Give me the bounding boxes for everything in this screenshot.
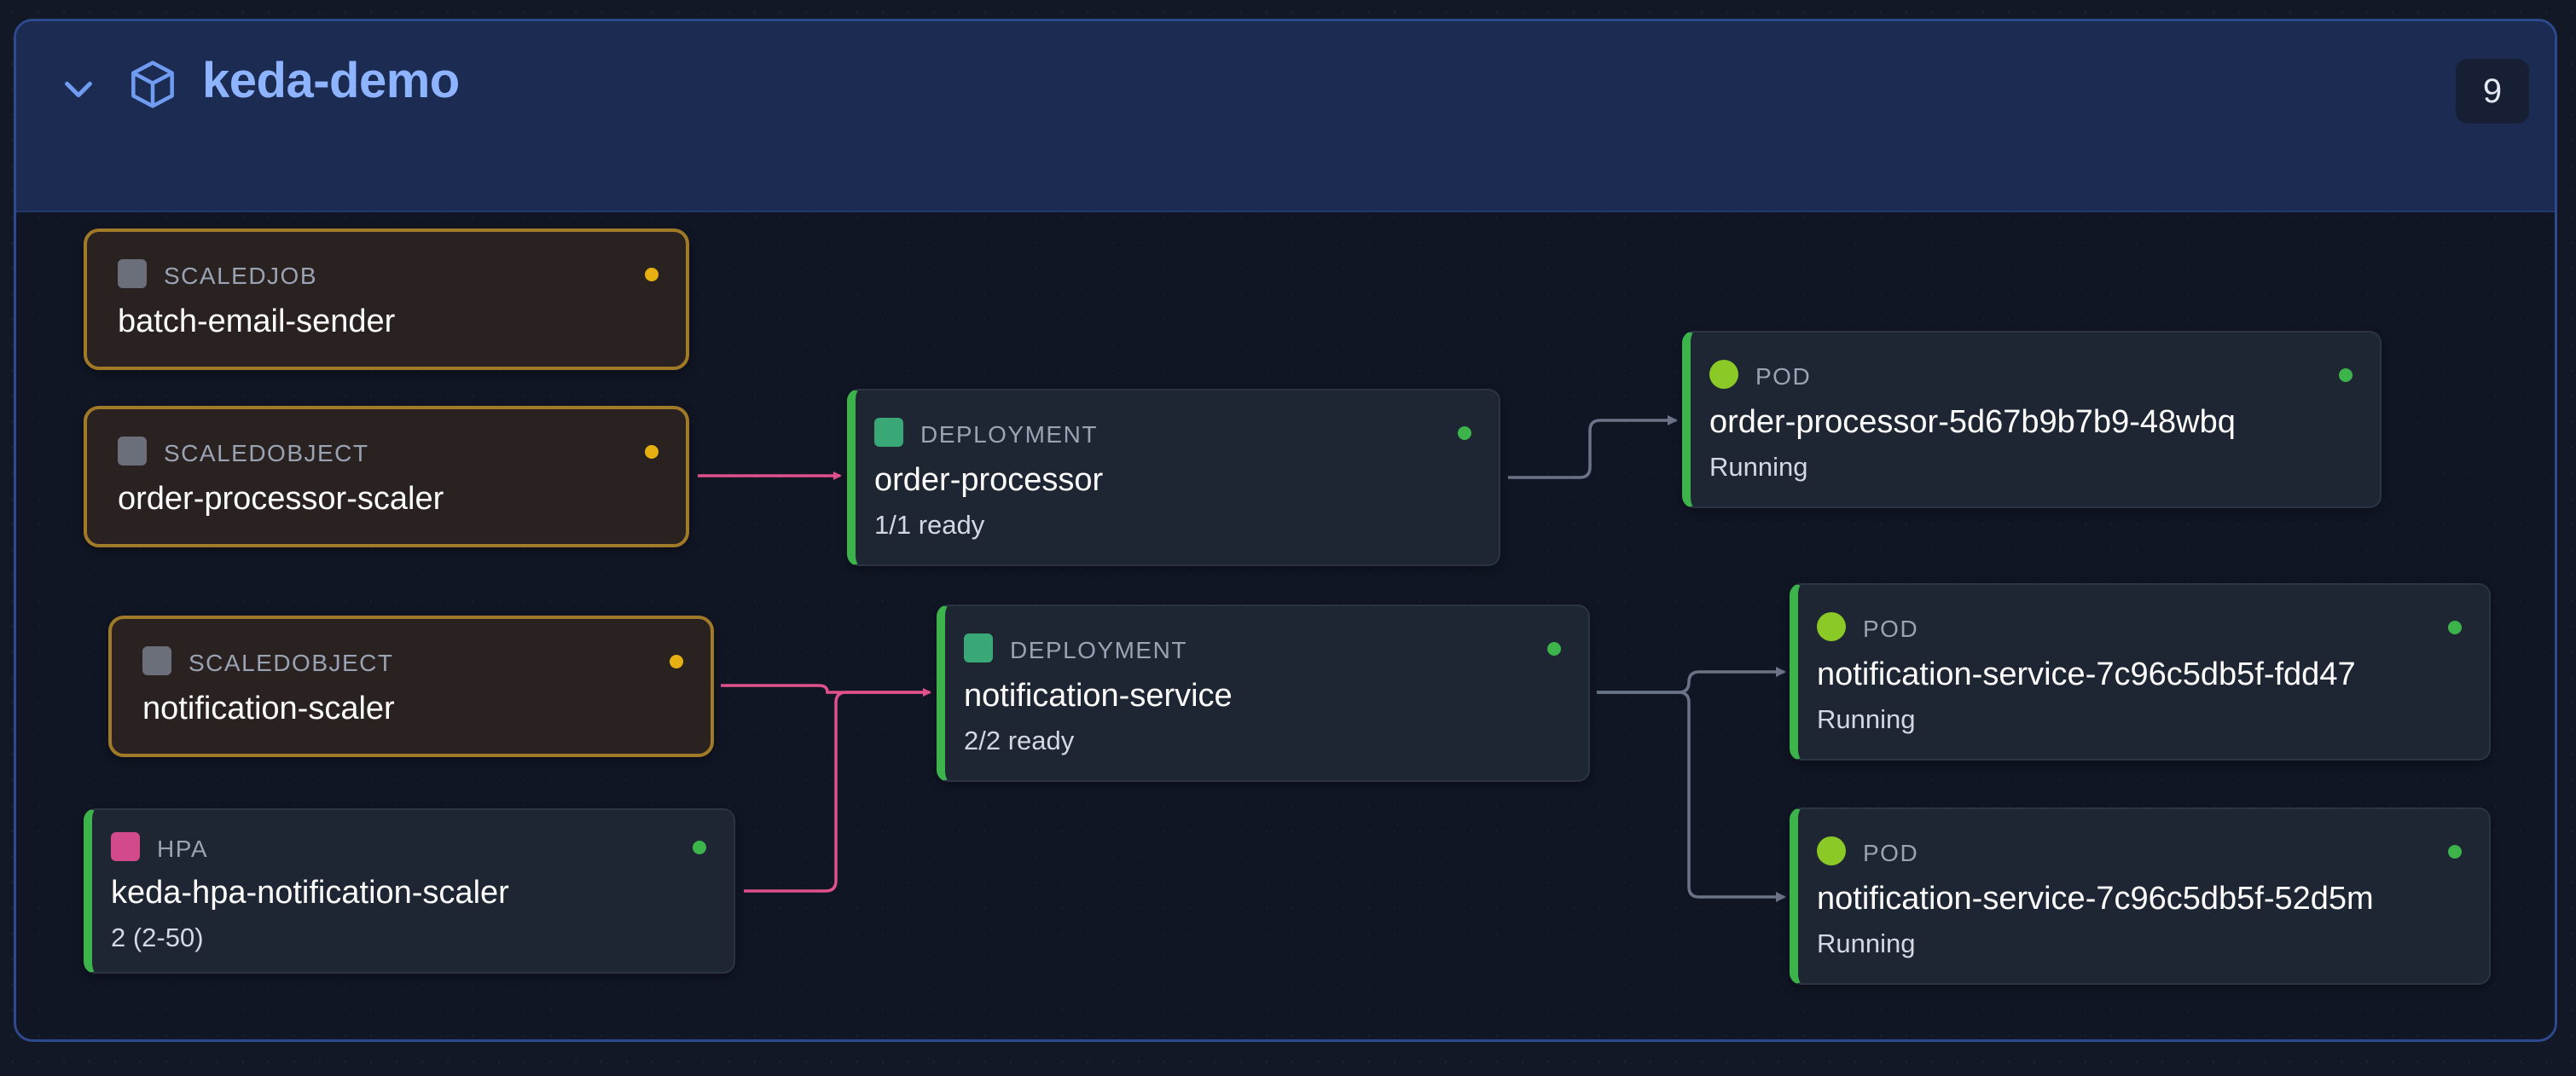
pod-icon: [1817, 612, 1846, 641]
deployment-icon: [874, 418, 903, 447]
node-name: notification-service: [964, 678, 1233, 714]
status-dot: [645, 268, 659, 281]
status-dot: [645, 445, 659, 459]
node-kind: POD: [1755, 363, 1812, 390]
node-status: 2 (2-50): [111, 923, 204, 952]
deployment-icon: [964, 633, 993, 662]
status-dot: [1458, 426, 1471, 440]
node-kind: POD: [1863, 840, 1919, 866]
deployment-notification-node[interactable]: DEPLOYMENT notification-service 2/2 read…: [937, 605, 1590, 782]
status-dot: [2339, 368, 2353, 382]
pod-notification-2-node[interactable]: POD notification-service-7c96c5db5f-52d5…: [1790, 807, 2491, 985]
node-name: order-processor-scaler: [118, 481, 444, 517]
node-status: 1/1 ready: [874, 510, 985, 540]
cube-icon: [131, 61, 174, 108]
node-kind: DEPLOYMENT: [1010, 637, 1187, 663]
scaledobject-icon: [142, 646, 171, 675]
node-name: order-processor-5d67b9b7b9-48wbq: [1709, 404, 2236, 440]
group-title: keda-demo: [202, 53, 460, 108]
resource-count-badge: 9: [2456, 59, 2529, 124]
node-name: order-processor: [874, 462, 1104, 498]
status-dot: [1547, 642, 1561, 656]
status-dot: [670, 655, 683, 668]
status-dot: [2448, 621, 2462, 634]
group-header[interactable]: keda-demo 9: [16, 21, 2555, 212]
node-kind: DEPLOYMENT: [920, 421, 1098, 448]
pod-order-node[interactable]: POD order-processor-5d67b9b7b9-48wbq Run…: [1682, 331, 2382, 508]
node-kind: SCALEDJOB: [164, 263, 317, 289]
node-status: 2/2 ready: [964, 726, 1075, 755]
node-status: Running: [1709, 452, 1808, 482]
chevron-down-icon[interactable]: [59, 69, 98, 108]
scaledobject-order-node[interactable]: SCALEDOBJECT order-processor-scaler: [84, 406, 689, 547]
scaledjob-icon: [118, 259, 147, 288]
node-status: Running: [1817, 928, 1916, 958]
status-dot: [2448, 845, 2462, 859]
node-name: notification-service-7c96c5db5f-52d5m: [1817, 881, 2374, 917]
node-name: notification-scaler: [142, 691, 395, 726]
node-name: notification-service-7c96c5db5f-fdd47: [1817, 657, 2356, 692]
node-name: batch-email-sender: [118, 304, 396, 339]
scaledjob-node[interactable]: SCALEDJOB batch-email-sender: [84, 229, 689, 370]
pod-icon: [1709, 360, 1738, 389]
status-dot: [693, 841, 706, 854]
scaledobject-notification-node[interactable]: SCALEDOBJECT notification-scaler: [108, 616, 714, 757]
node-kind: SCALEDOBJECT: [189, 650, 394, 676]
scaledobject-icon: [118, 437, 147, 466]
node-kind: POD: [1863, 616, 1919, 642]
pod-icon: [1817, 836, 1846, 865]
node-status: Running: [1817, 704, 1916, 734]
pod-notification-1-node[interactable]: POD notification-service-7c96c5db5f-fdd4…: [1790, 583, 2491, 761]
deployment-order-node[interactable]: DEPLOYMENT order-processor 1/1 ready: [847, 389, 1500, 566]
node-kind: SCALEDOBJECT: [164, 440, 369, 466]
node-kind: HPA: [157, 836, 208, 862]
hpa-node[interactable]: HPA keda-hpa-notification-scaler 2 (2-50…: [84, 808, 735, 974]
node-name: keda-hpa-notification-scaler: [111, 875, 509, 911]
hpa-icon: [111, 832, 140, 861]
